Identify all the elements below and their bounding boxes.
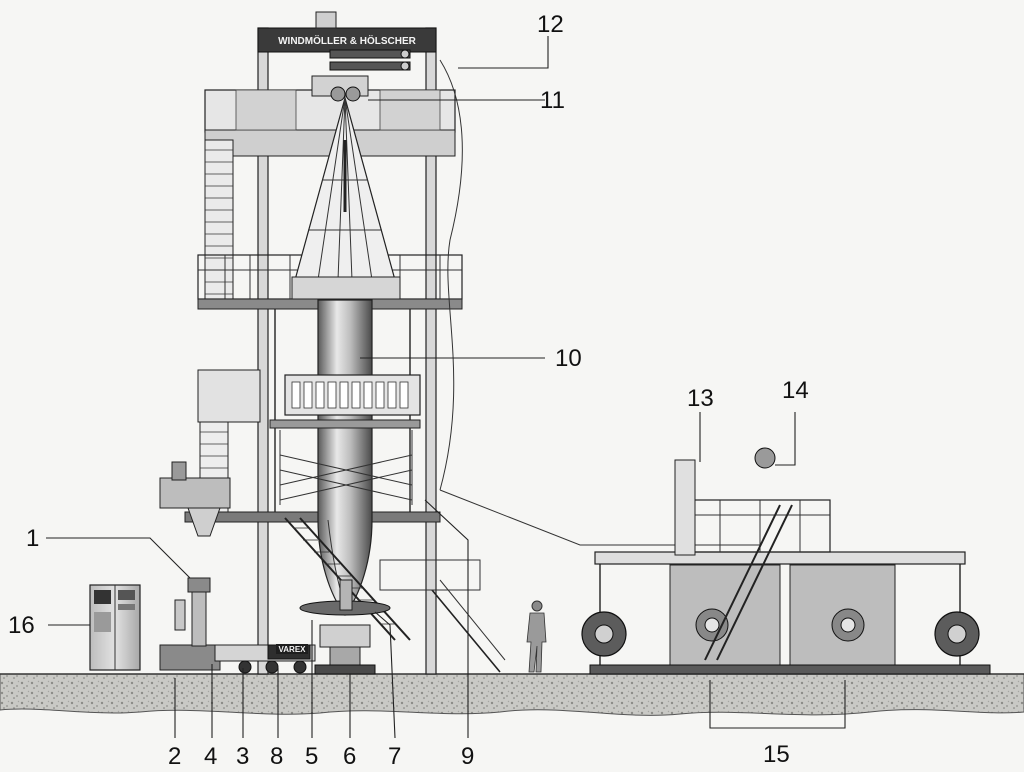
label-3: 3	[236, 743, 249, 770]
label-13: 13	[687, 385, 714, 412]
cooling-ring	[269, 374, 421, 505]
control-cabinet	[89, 584, 141, 671]
label-12: 12	[537, 11, 564, 38]
label-8: 8	[270, 743, 283, 770]
person-scale-figure	[526, 600, 547, 673]
label-11: 11	[540, 87, 565, 114]
label-14: 14	[782, 377, 809, 404]
label-16: 16	[8, 612, 35, 639]
film-web-line	[439, 489, 760, 546]
leader-lines	[46, 36, 846, 739]
tower-brand-sign: WINDMÖLLER & HÖLSCHER	[278, 34, 417, 47]
film-reels	[581, 611, 980, 657]
label-2: 2	[168, 743, 181, 770]
label-5: 5	[305, 743, 318, 770]
haul-off-nip-rolls	[311, 49, 411, 102]
label-9: 9	[461, 743, 474, 770]
label-7: 7	[388, 743, 401, 770]
extruder-brand-sign: VAREX	[279, 645, 307, 654]
film-web-side	[439, 59, 463, 491]
part-labels: 1 2 3 4 5 6 7 8 9 10 11 12 13 14 15 16	[8, 11, 809, 770]
extruder	[159, 577, 316, 674]
die-head	[299, 579, 391, 675]
label-1: 1	[26, 525, 39, 552]
label-6: 6	[343, 743, 356, 770]
label-10: 10	[555, 345, 582, 372]
tower-structure	[159, 11, 463, 675]
tower-staircase	[284, 517, 506, 673]
winder	[589, 447, 991, 675]
collapsing-frame	[291, 95, 401, 300]
ground	[0, 673, 1024, 716]
label-15: 15	[763, 741, 790, 768]
label-4: 4	[204, 743, 217, 770]
